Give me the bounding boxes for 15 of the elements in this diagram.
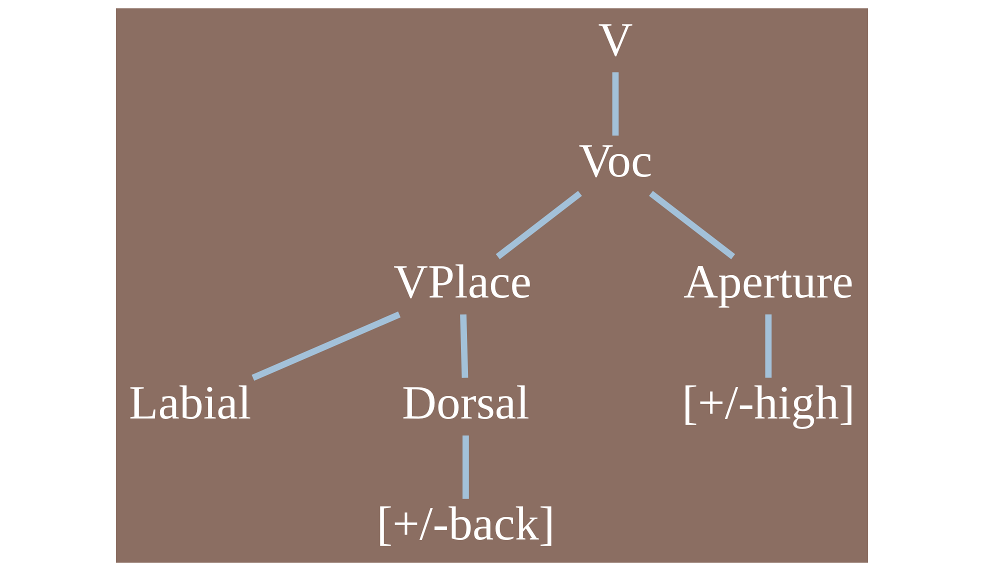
node-text: Aperture xyxy=(684,255,854,308)
connector xyxy=(649,190,736,260)
node-text: [+/-back] xyxy=(376,498,555,551)
connector xyxy=(252,312,401,381)
node-text: Voc xyxy=(578,134,652,188)
node-text: Dorsal xyxy=(402,376,530,430)
connector xyxy=(462,436,469,499)
connector xyxy=(460,314,468,378)
node-text: Labial xyxy=(129,376,252,430)
node-text: VPlace xyxy=(394,255,532,308)
node-text: V xyxy=(598,13,633,66)
connector xyxy=(612,72,619,136)
node-text: [+/-high] xyxy=(682,376,855,430)
connector xyxy=(496,190,582,260)
connector xyxy=(765,314,772,378)
